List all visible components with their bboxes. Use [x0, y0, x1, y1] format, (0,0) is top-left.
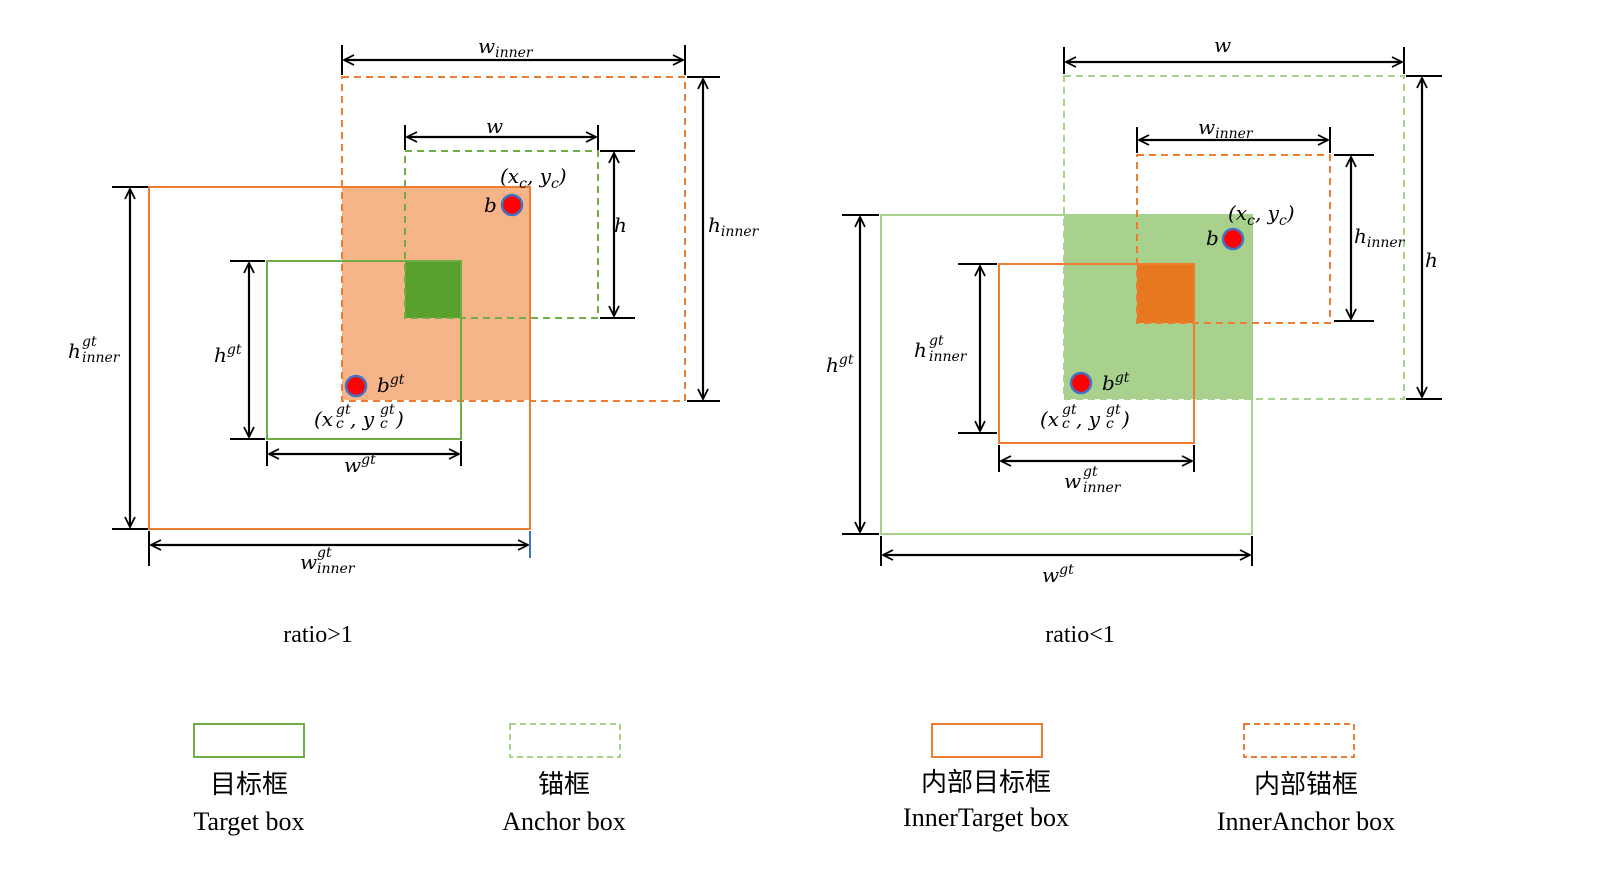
right-w-inner-label: winner — [1198, 115, 1254, 142]
left-b-gt-label: bgt — [377, 372, 405, 397]
legend-label-en: Anchor box — [502, 807, 625, 836]
legend-label-zh: 内部锚框 — [1254, 770, 1358, 800]
right-gt-center-dot — [1069, 371, 1093, 395]
legend-item-inner-anchor-box: 内部锚框 InnerAnchor box — [1217, 723, 1395, 836]
left-anchor-box — [404, 150, 599, 319]
right-caption: ratio<1 — [1045, 622, 1115, 648]
legend-item-anchor-box: 锚框 Anchor box — [502, 723, 626, 836]
left-w-label: w — [486, 114, 503, 138]
legend-swatch-target — [193, 723, 305, 758]
legend-swatch-anchor — [509, 723, 621, 758]
left-w-inner-label: winner — [478, 34, 534, 61]
legend-swatch-inner-target — [931, 723, 1043, 758]
left-b-label: b — [484, 193, 497, 217]
right-overlap-fill — [1137, 264, 1194, 323]
legend-item-inner-target-box: 内部目标框 InnerTarget box — [903, 723, 1069, 832]
right-dimension-arrows — [860, 62, 1422, 555]
left-target-box — [266, 260, 462, 440]
left-inner-target-box — [148, 186, 531, 530]
right-b-label: b — [1206, 226, 1219, 250]
legend-label-zh: 目标框 — [210, 770, 288, 800]
left-h-gt-label: hgt — [214, 342, 242, 367]
left-h-inner-label: hinner — [708, 213, 760, 240]
right-tick-lines — [842, 47, 1442, 566]
legend-swatch-inner-anchor — [1243, 723, 1355, 758]
right-anchor-box — [1063, 75, 1405, 400]
legend: 目标框 Target box 锚框 Anchor box 内部目标框 Inner… — [193, 723, 1395, 836]
right-target-box — [880, 214, 1253, 535]
right-anchor-center-dot — [1221, 227, 1245, 251]
left-anchor-center-label: (xc, yc) — [500, 164, 567, 192]
right-w-label: w — [1214, 33, 1231, 57]
left-h-label: h — [614, 213, 627, 237]
right-b-gt-label: bgt — [1102, 370, 1130, 395]
right-h-gt-label: hgt — [826, 352, 854, 377]
left-tick-lines — [112, 45, 720, 566]
left-w-gt-label: wgt — [344, 452, 376, 477]
right-inner-anchor-box — [1136, 154, 1331, 324]
legend-label-en: InnerAnchor box — [1217, 807, 1395, 836]
left-caption: ratio>1 — [283, 622, 353, 648]
left-dimension-arrows — [130, 60, 703, 545]
right-h-inner-label: hinner — [1354, 224, 1406, 251]
left-anchor-center-dot — [500, 193, 524, 217]
left-overlap-fill — [405, 261, 461, 318]
right-anchor-center-label: (xc, yc) — [1228, 201, 1295, 229]
legend-label-en: Target box — [193, 807, 304, 836]
right-w-gt-label: wgt — [1042, 562, 1074, 587]
right-h-label: h — [1425, 248, 1438, 272]
legend-item-target-box: 目标框 Target box — [193, 723, 305, 836]
legend-label-zh: 锚框 — [538, 770, 590, 800]
legend-label-en: InnerTarget box — [903, 803, 1069, 832]
legend-label-zh: 内部目标框 — [921, 768, 1051, 798]
left-gt-center-dot — [344, 374, 368, 398]
left-inner-anchor-box — [341, 76, 686, 402]
right-inner-target-box — [998, 263, 1195, 444]
